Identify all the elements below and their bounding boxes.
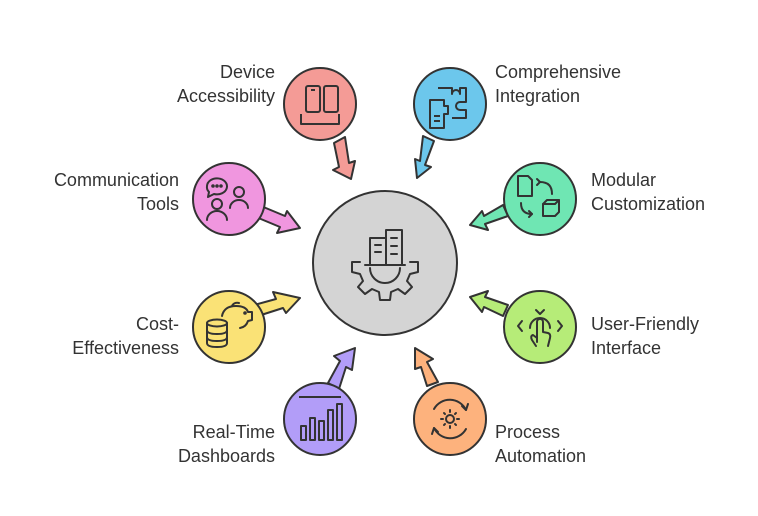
process-label-line1: Process xyxy=(495,422,561,442)
device-arrow xyxy=(332,136,356,180)
dashboards-node xyxy=(283,382,357,456)
process-node xyxy=(413,382,487,456)
hub-node xyxy=(312,190,458,336)
communication-label: Communication Tools xyxy=(54,168,179,216)
piggy-bank-icon xyxy=(206,301,253,348)
device-label-line1: Device xyxy=(219,62,275,82)
communication-label-line1: Communication xyxy=(53,170,179,190)
userfriendly-label-line2: Interface xyxy=(591,338,662,358)
puzzle-icon xyxy=(429,87,467,129)
bar-chart-icon xyxy=(299,396,343,441)
integration-label-line2: Integration xyxy=(495,86,581,106)
cost-label-line2: Effectiveness xyxy=(72,338,179,358)
dashboards-arrow xyxy=(327,347,356,390)
cost-label: Cost- Effectiveness xyxy=(72,312,179,360)
userfriendly-label: User-Friendly Interface xyxy=(591,312,699,360)
modular-label-line2: Customization xyxy=(591,194,706,214)
userfriendly-label-line1: User-Friendly xyxy=(591,314,700,334)
modular-arrow xyxy=(469,204,509,231)
integration-label-line1: Comprehensive xyxy=(495,62,622,82)
communication-label-line2: Tools xyxy=(136,194,179,214)
process-arrow xyxy=(414,347,439,387)
cost-node xyxy=(192,290,266,364)
userfriendly-arrow xyxy=(469,290,509,317)
touch-icon xyxy=(517,309,563,347)
modules-icon xyxy=(517,175,560,218)
dashboards-label-line2: Dashboards xyxy=(177,446,275,466)
cost-label-line1: Cost- xyxy=(135,314,179,334)
gear-with-buildings-icon xyxy=(351,229,419,301)
chat-users-icon xyxy=(205,177,249,221)
modular-label: Modular Customization xyxy=(591,168,705,216)
device-label-line2: Accessibility xyxy=(176,86,275,106)
process-label-line2: Automation xyxy=(495,446,587,466)
modular-label-line1: Modular xyxy=(591,170,657,190)
userfriendly-node xyxy=(503,290,577,364)
communication-node xyxy=(192,162,266,236)
integration-arrow xyxy=(414,135,435,179)
devices-icon xyxy=(300,85,340,125)
dashboards-label-line1: Real-Time xyxy=(192,422,275,442)
integration-node xyxy=(413,67,487,141)
modular-node xyxy=(503,162,577,236)
device-label: Device Accessibility xyxy=(177,60,275,108)
cycle-gear-icon xyxy=(431,398,469,440)
integration-label: Comprehensive Integration xyxy=(495,60,621,108)
process-label: Process Automation xyxy=(495,420,586,468)
dashboards-label: Real-Time Dashboards xyxy=(178,420,275,468)
device-node xyxy=(283,67,357,141)
